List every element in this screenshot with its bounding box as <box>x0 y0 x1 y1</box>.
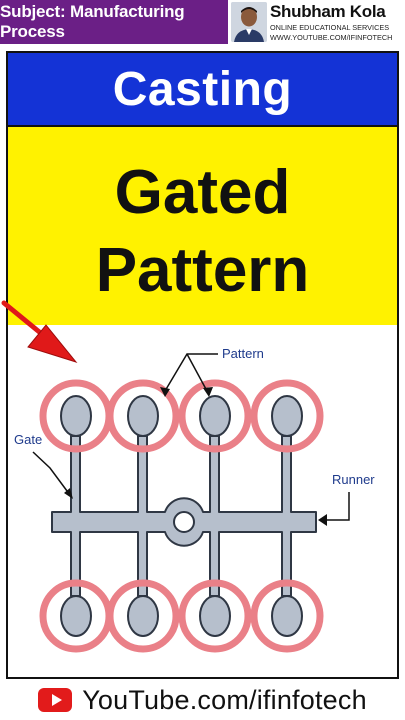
pattern-label: Pattern <box>222 346 264 361</box>
patterns-top-row <box>39 379 324 453</box>
pattern-top-3 <box>178 379 252 453</box>
footer-channel: YouTube.com/ifinfotech <box>0 680 405 720</box>
arrowhead-icon <box>64 488 73 499</box>
pattern-bottom-2 <box>106 579 180 653</box>
sprue-hole <box>173 511 195 533</box>
person-icon <box>231 2 267 42</box>
author-name: Shubham Kola <box>270 2 386 21</box>
arrowhead-icon <box>203 387 213 397</box>
pattern-top-1 <box>39 379 113 453</box>
author-avatar <box>231 2 267 42</box>
runner-label: Runner <box>332 472 375 487</box>
author-tagline: ONLINE EDUCATIONAL SERVICES <box>270 23 390 32</box>
gate-label: Gate <box>14 432 42 447</box>
channel-url: YouTube.com/ifinfotech <box>82 684 367 715</box>
title-line-2: Pattern <box>95 236 310 305</box>
youtube-play-icon <box>38 688 73 712</box>
topic-title: Casting <box>112 62 293 116</box>
subject-tag: Subject: Manufacturing Process <box>0 0 228 44</box>
topic-banner: Casting <box>8 53 397 127</box>
pattern-top-2 <box>106 379 180 453</box>
runner-leader <box>324 492 350 521</box>
pattern-bottom-3 <box>178 579 252 653</box>
title-line-1: Gated <box>114 158 291 227</box>
subject-label: Subject: Manufacturing Process <box>0 2 185 41</box>
author-website: WWW.YOUTUBE.COM/IFINFOTECH <box>270 33 393 42</box>
pattern-top-4 <box>250 379 324 453</box>
content-frame: Casting Gated Pattern <box>6 51 399 679</box>
patterns-bottom-row <box>39 579 324 653</box>
author-block: Shubham Kola ONLINE EDUCATIONAL SERVICES… <box>228 0 405 44</box>
gate-leader <box>32 451 71 496</box>
gating-system <box>51 435 317 597</box>
arrowhead-icon <box>318 514 327 526</box>
leader-lines <box>32 353 350 521</box>
pattern-bottom-4 <box>250 579 324 653</box>
arrowheads <box>64 387 327 526</box>
pointer-arrow-icon <box>1 300 78 363</box>
arrowhead-icon <box>160 387 170 397</box>
title-banner: Gated Pattern <box>8 127 397 325</box>
pattern-leader-branch <box>186 353 208 392</box>
